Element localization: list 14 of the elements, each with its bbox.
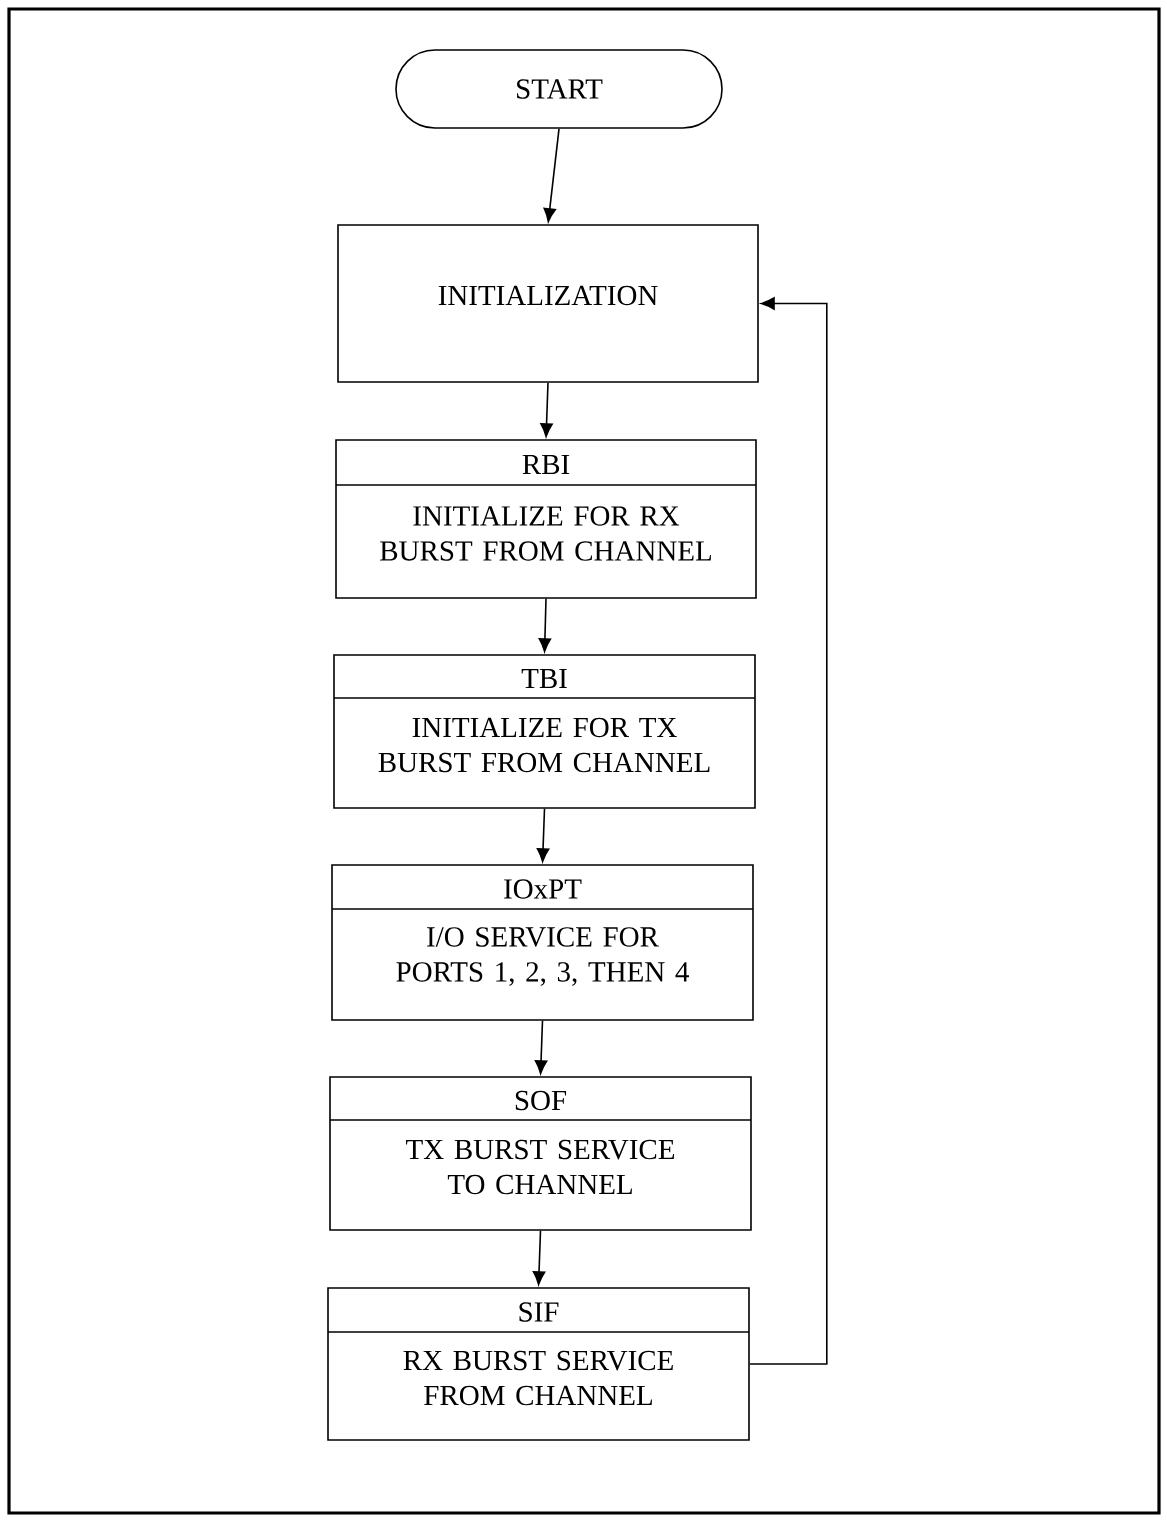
process-box: SIF RX BURST SERVICE FROM CHANNEL: [327, 1287, 750, 1441]
process-box: TBI INITIALIZE FOR TX BURST FROM CHANNEL: [333, 654, 756, 809]
arrow: [749, 297, 828, 1365]
process-box: RBI INITIALIZE FOR RX BURST FROM CHANNEL: [335, 439, 757, 599]
arrow: [540, 382, 553, 438]
arrow: [532, 1230, 546, 1286]
process-box: SOF TX BURST SERVICE TO CHANNEL: [329, 1076, 752, 1231]
arrow: [536, 808, 550, 863]
start-terminal: START: [395, 49, 723, 129]
arrow: [534, 1020, 548, 1075]
process-box: IOxPT I/O SERVICE FOR PORTS 1, 2, 3, THEN 4: [331, 864, 754, 1021]
arrow: [543, 128, 560, 223]
arrow: [538, 598, 552, 653]
process-box: INITIALIZATION: [337, 224, 759, 383]
